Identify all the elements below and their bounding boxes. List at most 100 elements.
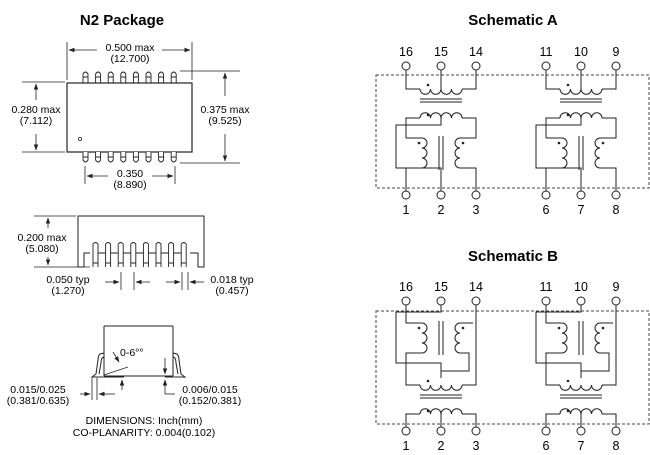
width-dim-mm: (12.700) [110, 53, 149, 65]
pin-terminal [471, 296, 481, 306]
bottom-pin [170, 152, 177, 163]
coplanarity-note: CO-PLANARITY: 0.004(0.102) [73, 427, 215, 439]
wire [602, 413, 617, 427]
winding [419, 112, 463, 119]
overall-height-dim-mm: (9.525) [208, 115, 241, 127]
pin-label: 9 [613, 280, 620, 294]
side-pin [155, 242, 162, 267]
wire [581, 352, 610, 372]
winding [419, 384, 463, 391]
side-pin [180, 242, 187, 267]
pin-label: 16 [399, 280, 413, 294]
winding [454, 322, 461, 354]
side-pin [92, 242, 99, 267]
top-pin [132, 71, 139, 83]
polarity-dot [417, 141, 421, 145]
polarity-dot [426, 83, 430, 87]
winding [421, 137, 428, 169]
polarity-dot [426, 409, 430, 413]
polarity-dot [566, 83, 570, 87]
pin-span-dim-in: 0.350 [117, 168, 143, 180]
pin-label: 7 [578, 439, 585, 453]
bottom-pin [95, 152, 102, 163]
pin-label: 1 [403, 203, 410, 217]
bottom-pin [145, 152, 152, 163]
wire [602, 70, 617, 90]
wire [405, 167, 422, 191]
pin-terminal [436, 61, 446, 71]
wire [405, 117, 420, 138]
side-height-dim-in: 0.200 max [17, 232, 67, 244]
pin-terminal [401, 190, 411, 200]
side-pin [105, 242, 112, 267]
pin-terminal [436, 190, 446, 200]
polarity-dot [557, 326, 561, 330]
wire [545, 365, 560, 386]
pin-terminal [471, 61, 481, 71]
schematic-b-title: Schematic B [468, 248, 558, 265]
wire [545, 117, 560, 138]
schematic-b-boundary [375, 310, 650, 425]
polarity-dot [566, 113, 570, 117]
overall-height-dim-in: 0.375 max [200, 104, 250, 116]
pin-terminal [401, 296, 411, 306]
wire [395, 118, 442, 191]
body-height-dim-in: 0.280 max [11, 104, 61, 116]
width-dim-in: 0.500 max [105, 42, 155, 54]
side-pin [168, 242, 175, 267]
bottom-pin [120, 152, 127, 163]
side-view: 0.200 max (5.080) 0.050 typ (1.270) 0.01… [17, 215, 254, 297]
lead-width-dim-mm: (0.457) [215, 285, 248, 297]
pin-label: 2 [438, 439, 445, 453]
polarity-dot [461, 326, 465, 330]
dimensions-note: DIMENSIONS: Inch(mm) [86, 415, 203, 427]
pin1-marker [78, 136, 83, 141]
pin-terminal [576, 296, 586, 306]
wire [405, 365, 420, 386]
wire [545, 413, 560, 427]
top-pin [170, 71, 177, 83]
top-pin [82, 71, 89, 83]
pin-label: 15 [434, 280, 448, 294]
pin-terminal [401, 61, 411, 71]
winding [454, 137, 461, 169]
pin-label: 8 [613, 439, 620, 453]
bottom-pin-row [82, 152, 177, 163]
pin-label: 1 [403, 439, 410, 453]
pin-terminal [541, 296, 551, 306]
pin-label: 2 [438, 203, 445, 217]
wire [405, 352, 422, 365]
polarity-dot [601, 326, 605, 330]
winding [561, 322, 568, 354]
polarity-dot [426, 379, 430, 383]
pin-label: 3 [473, 203, 480, 217]
pin-label: 8 [613, 203, 620, 217]
winding [559, 112, 603, 119]
pin-label: 6 [543, 439, 550, 453]
polarity-dot [557, 141, 561, 145]
top-pin-row [82, 71, 177, 83]
package-title: N2 Package [80, 12, 164, 29]
wire [535, 305, 582, 378]
polarity-dot [417, 326, 421, 330]
wire [462, 117, 477, 139]
pin-terminal [541, 61, 551, 71]
wire [602, 365, 617, 386]
wire [405, 70, 420, 90]
top-pin [158, 71, 165, 83]
standoff-dim-mm: (0.152/0.381) [179, 395, 241, 407]
wire [462, 70, 477, 90]
wire [545, 305, 562, 324]
top-view: 0.500 max (12.700) 0.280 max (7.112) 0.3… [11, 42, 250, 191]
lead-dim-mm: (0.381/0.635) [7, 395, 69, 407]
lead-width-dim-in: 0.018 typ [210, 274, 253, 286]
winding [594, 322, 601, 354]
pin-label: 9 [613, 45, 620, 59]
schematic-a-boundary [375, 74, 650, 189]
pin-terminal [611, 296, 621, 306]
pin-span-dim-mm: (8.890) [113, 179, 146, 191]
lead-dim-in: 0.015/0.025 [10, 384, 66, 396]
pin-label: 14 [469, 45, 483, 59]
polarity-dot [566, 379, 570, 383]
